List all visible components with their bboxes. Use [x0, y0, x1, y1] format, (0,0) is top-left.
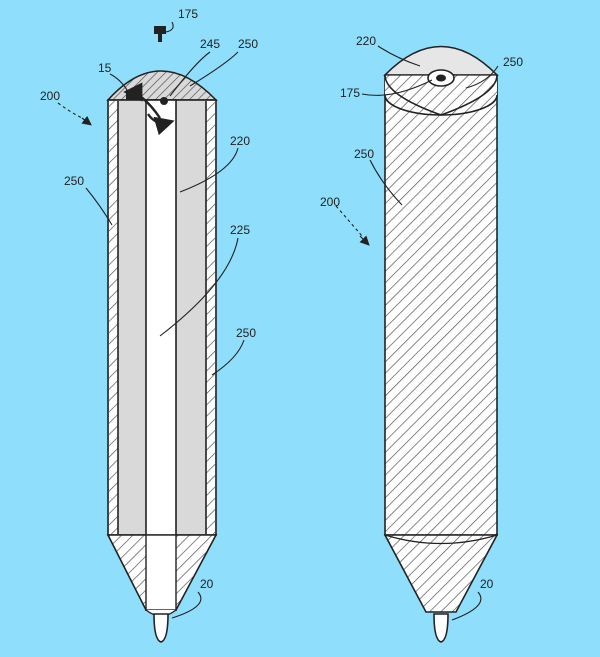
left-casing-wall-right — [206, 101, 215, 534]
label-15: 15 — [98, 61, 112, 75]
label-250-left: 250 — [64, 174, 84, 188]
left-core-rod — [145, 99, 177, 611]
label-250-right-top: 250 — [503, 55, 523, 69]
left-tip — [153, 613, 169, 643]
label-200-left: 200 — [40, 89, 60, 103]
label-245: 245 — [200, 37, 220, 51]
right-labels: 220 250 175 250 200 20 — [320, 34, 523, 591]
label-175-right: 175 — [340, 86, 360, 100]
right-pencil-figure — [383, 45, 499, 643]
label-250-right-body: 250 — [354, 147, 374, 161]
label-20-right: 20 — [480, 577, 494, 591]
right-leader-lines — [335, 45, 499, 621]
label-250-right: 250 — [236, 326, 256, 340]
label-220-right: 220 — [356, 34, 376, 48]
left-leader-lines — [57, 21, 245, 619]
label-175: 175 — [178, 7, 198, 21]
arrow-200-left — [81, 115, 92, 126]
label-220-left: 220 — [230, 134, 250, 148]
label-20-left: 20 — [200, 577, 214, 591]
right-dome-cap — [383, 45, 499, 76]
left-labels: 175 245 250 15 200 220 250 225 250 20 — [40, 7, 258, 591]
left-casing-wall-left — [109, 101, 118, 534]
right-tip — [433, 613, 449, 643]
label-225: 225 — [230, 223, 250, 237]
left-pencil-figure — [106, 26, 218, 643]
right-cone — [383, 534, 499, 613]
arrow-200-right — [359, 235, 370, 246]
label-250-top: 250 — [238, 37, 258, 51]
right-body — [384, 74, 498, 536]
label-200-right: 200 — [320, 195, 340, 209]
pin-175 — [154, 26, 166, 42]
rotation-arrow — [123, 82, 161, 119]
left-sensor-dot — [160, 97, 168, 105]
